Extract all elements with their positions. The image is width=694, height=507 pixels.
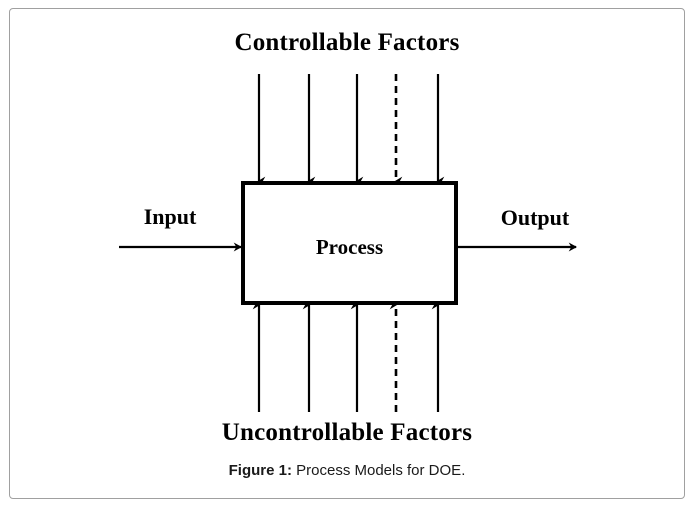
controllable-factors-label: Controllable Factors [234,29,460,56]
figure-caption-prefix: Figure 1: [228,462,292,479]
input-label: Input [143,204,197,229]
figure-caption-text: Process Models for DOE. [291,462,466,479]
process-label: Process [315,235,384,259]
process-box [241,181,458,305]
figure-caption: Figure 1: Process Models for DOE. [0,462,694,480]
bottom-arrow-group [252,300,440,412]
uncontrollable-factors-label: Uncontrollable Factors [221,419,473,446]
output-label: Output [500,205,570,230]
top-arrow-group [257,74,445,186]
